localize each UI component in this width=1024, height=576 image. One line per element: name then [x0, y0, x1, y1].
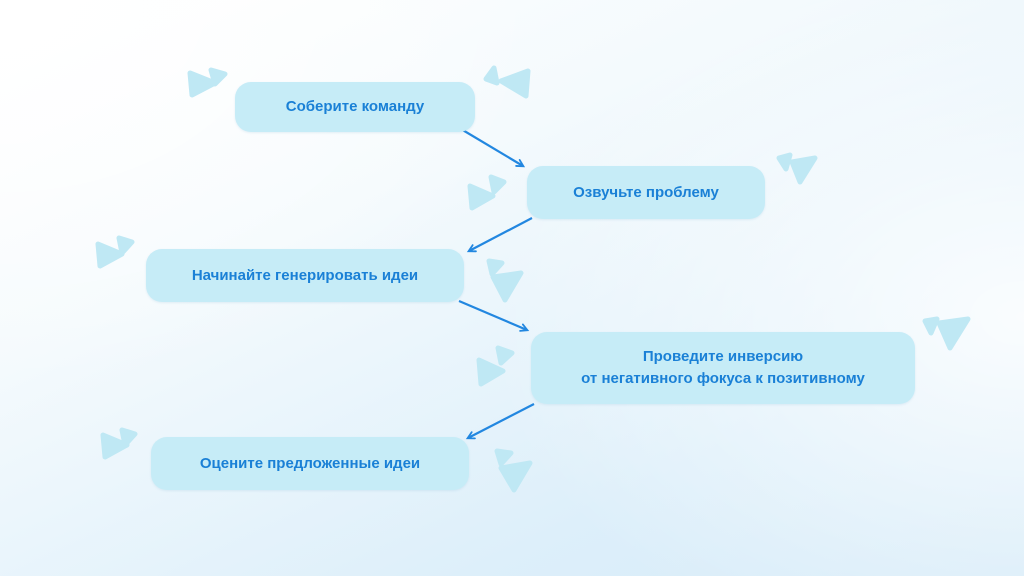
arrow-step1-to-step2	[460, 128, 526, 168]
decor-triangle-pair-left-of-step2	[467, 174, 507, 211]
decor-triangle-pair-right-of-step1	[483, 65, 531, 99]
arrow-step3-to-step4	[458, 299, 530, 332]
decor-triangle-pair-left-of-step3	[95, 235, 135, 269]
node-step-3: Начинайте генерировать идеи	[146, 249, 464, 302]
node-step-1: Соберите команду	[235, 82, 475, 132]
arrow-step4-to-step5	[465, 403, 535, 440]
decor-triangle-pair-right-of-step2	[776, 152, 818, 185]
decor-triangle-pair-left-of-step5	[100, 427, 138, 460]
decor-triangle-pair-left-of-step1	[187, 67, 228, 98]
node-step-2: Озвучьте проблему	[527, 166, 765, 219]
decor-triangle-pair-right-of-step5	[494, 448, 533, 493]
arrow-step2-to-step3	[466, 217, 533, 253]
decor-triangle-pair-right-of-step3	[486, 258, 524, 303]
node-step-5: Оцените предложенные идеи	[151, 437, 469, 490]
decor-triangle-pair-right-of-step4	[922, 316, 971, 351]
decor-triangle-pair-left-of-step4	[476, 345, 515, 387]
node-step-4: Проведите инверсию от негативного фокуса…	[531, 332, 915, 404]
